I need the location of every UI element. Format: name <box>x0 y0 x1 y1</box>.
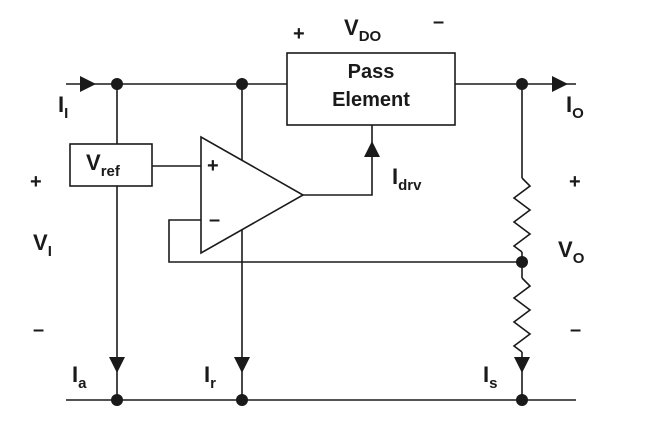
upper-resistor <box>512 177 532 253</box>
ii-label: II <box>58 92 68 122</box>
vdo-label: VDO <box>344 15 382 45</box>
vdo-plus-sign: + <box>293 23 305 45</box>
vref-label: Vref <box>86 150 121 180</box>
junction-dot <box>236 394 248 406</box>
ir-label: Ir <box>204 362 216 392</box>
output-current-arrow <box>552 76 568 92</box>
idrv-label: Idrv <box>392 164 422 194</box>
pass-element-label-line2: Element <box>332 89 410 111</box>
pass-element-label-line1: Pass <box>348 61 395 83</box>
vo-minus-sign: – <box>570 319 581 341</box>
vref-box <box>69 143 153 187</box>
io-label: IO <box>566 92 584 122</box>
ia-current-arrow <box>109 357 125 373</box>
junction-dot <box>236 78 248 90</box>
is-label: Is <box>483 362 497 392</box>
junction-dot <box>111 78 123 90</box>
opamp-plus-sign: + <box>207 155 219 177</box>
input-current-arrow <box>80 76 96 92</box>
vo-label: VO <box>558 237 585 267</box>
junction-dot <box>516 256 528 268</box>
ia-label: Ia <box>72 362 87 392</box>
vi-label: VI <box>33 230 52 260</box>
vdo-minus-sign: – <box>433 11 444 33</box>
pass-element-box <box>286 52 456 126</box>
is-current-arrow <box>514 357 530 373</box>
ir-current-arrow <box>234 357 250 373</box>
feedback-wire <box>168 219 522 263</box>
vi-minus-sign: – <box>33 319 44 341</box>
opamp-minus-sign: – <box>209 209 220 231</box>
junction-dot <box>516 394 528 406</box>
junction-dot <box>516 78 528 90</box>
vo-plus-sign: + <box>569 171 581 193</box>
vi-plus-sign: + <box>30 171 42 193</box>
idrv-current-arrow <box>364 141 380 157</box>
opamp-triangle <box>200 135 305 255</box>
lower-resistor <box>512 277 532 353</box>
junction-dot <box>111 394 123 406</box>
drive-wire <box>303 125 373 196</box>
